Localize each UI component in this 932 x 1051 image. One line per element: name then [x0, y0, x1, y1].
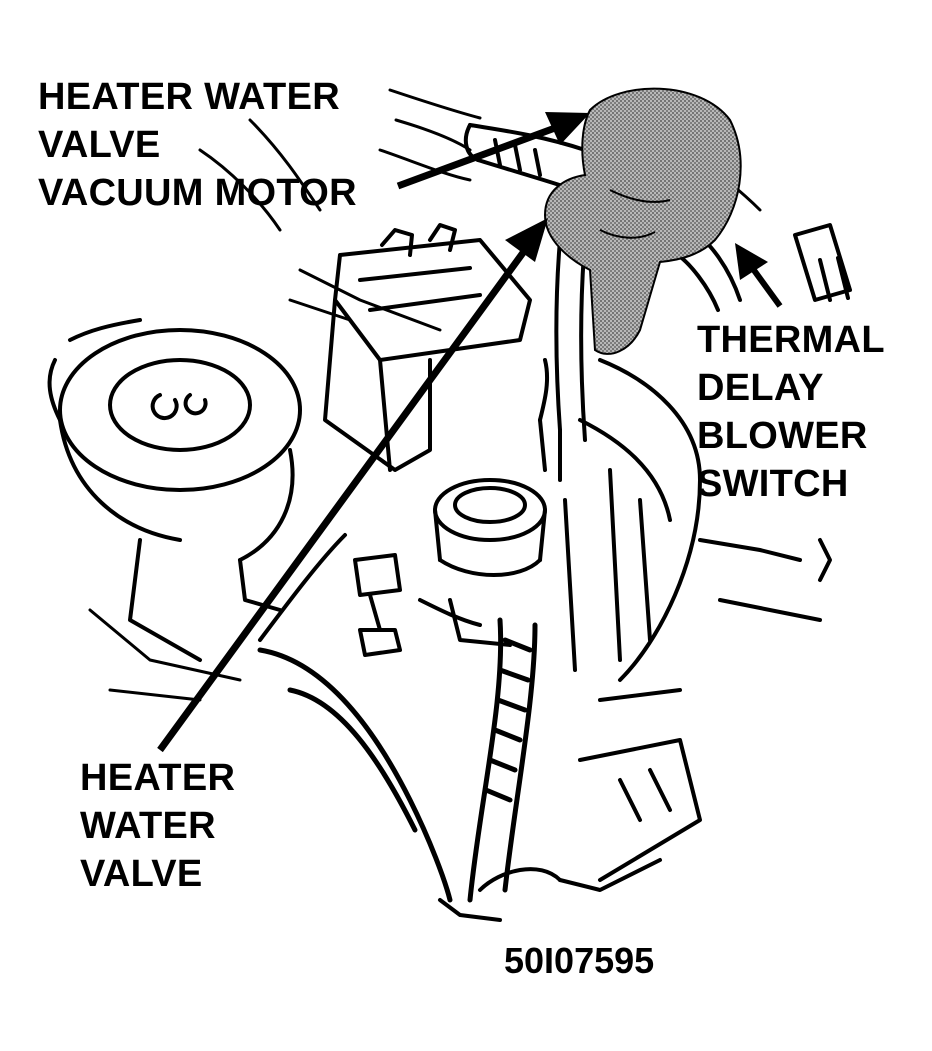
arrow-water-valve [157, 218, 548, 753]
arrow-vacuum-motor [396, 112, 590, 190]
air-cleaner [47, 318, 302, 662]
radiator-neck [418, 478, 547, 647]
water-valve-label-line-2: WATER [80, 805, 216, 847]
water-valve-label-line-1: HEATER [80, 757, 236, 799]
vacuum-motor-label: HEATER WATER VALVE VACUUM MOTOR [38, 73, 357, 217]
blower-switch-label: THERMAL DELAY BLOWER SWITCH [697, 316, 885, 508]
water-valve-label-line-3: VALVE [80, 853, 203, 895]
blower-switch-label-line-1: THERMAL [697, 319, 885, 361]
blower-switch-label-line-3: BLOWER [697, 415, 868, 457]
lower-assembly [438, 688, 702, 922]
water-valve-label: HEATER WATER VALVE [80, 754, 235, 898]
upper-body-lines [288, 88, 762, 332]
figure-id: 50I07595 [504, 940, 655, 981]
vacuum-motor-label-line-3: VACUUM MOTOR [38, 172, 357, 214]
vacuum-motor-label-line-2: VALVE [38, 124, 161, 166]
arrow-blower-switch [735, 243, 783, 308]
wiring-harness [538, 238, 587, 482]
battery-box [323, 223, 532, 472]
blower-switch-label-line-2: DELAY [697, 367, 824, 409]
sensor-connector [258, 533, 402, 657]
vacuum-motor-label-line-1: HEATER WATER [38, 76, 340, 118]
pulley-block [563, 358, 832, 682]
left-fender [88, 118, 322, 702]
blower-switch-label-line-4: SWITCH [697, 463, 849, 505]
heater-hose-lower [257, 617, 538, 903]
vacuum-motor-highlight [543, 87, 742, 355]
